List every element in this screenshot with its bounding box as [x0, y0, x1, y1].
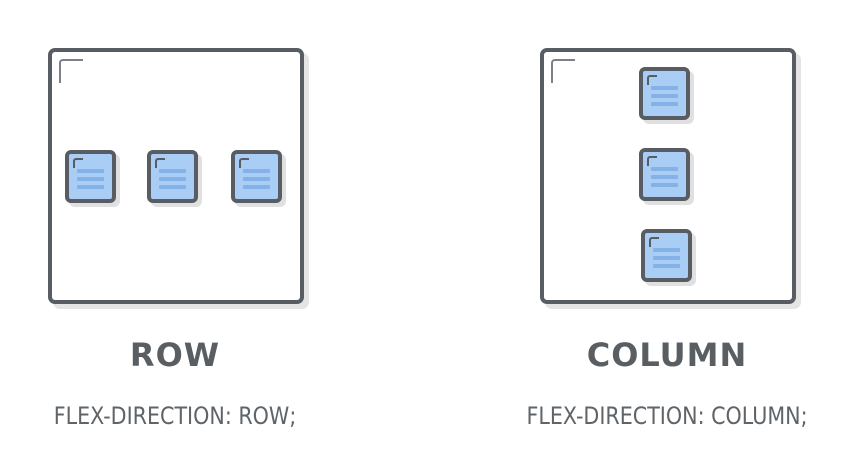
item-text-line [159, 177, 186, 181]
item-text-line [77, 169, 104, 173]
container-corner-icon [551, 59, 575, 83]
item-text-line [651, 94, 678, 98]
diagram-caption: FLEX-DIRECTION: ROW; [53, 402, 297, 430]
flex-item [639, 148, 690, 201]
item-text-line [651, 86, 678, 90]
item-text-line [653, 248, 680, 252]
diagram-caption: FLEX-DIRECTION: COLUMN; [526, 402, 808, 430]
item-text-line [243, 185, 270, 189]
diagram-title: ROW [129, 336, 221, 374]
item-text-line [159, 169, 186, 173]
item-text-line [77, 185, 104, 189]
item-corner-icon [155, 158, 165, 168]
item-corner-icon [649, 237, 659, 247]
flex-item [65, 150, 116, 203]
item-text-line [243, 169, 270, 173]
item-text-line [243, 177, 270, 181]
item-text-line [651, 183, 678, 187]
item-corner-icon [647, 156, 657, 166]
item-text-line [651, 167, 678, 171]
item-text-line [77, 177, 104, 181]
column-diagram: COLUMN FLEX-DIRECTION: COLUMN; [512, 0, 822, 474]
flex-container-column [540, 48, 796, 304]
item-text-line [651, 102, 678, 106]
flex-item [641, 229, 692, 282]
row-diagram: ROW FLEX-DIRECTION: ROW; [20, 0, 330, 474]
item-text-line [159, 185, 186, 189]
flex-container-row [48, 48, 304, 304]
diagram-title: COLUMN [586, 336, 748, 374]
flex-item [147, 150, 198, 203]
container-corner-icon [59, 59, 83, 83]
item-text-line [653, 264, 680, 268]
item-text-line [653, 256, 680, 260]
item-corner-icon [73, 158, 83, 168]
item-corner-icon [647, 75, 657, 85]
flex-item [231, 150, 282, 203]
item-corner-icon [239, 158, 249, 168]
item-text-line [651, 175, 678, 179]
flex-item [639, 67, 690, 120]
